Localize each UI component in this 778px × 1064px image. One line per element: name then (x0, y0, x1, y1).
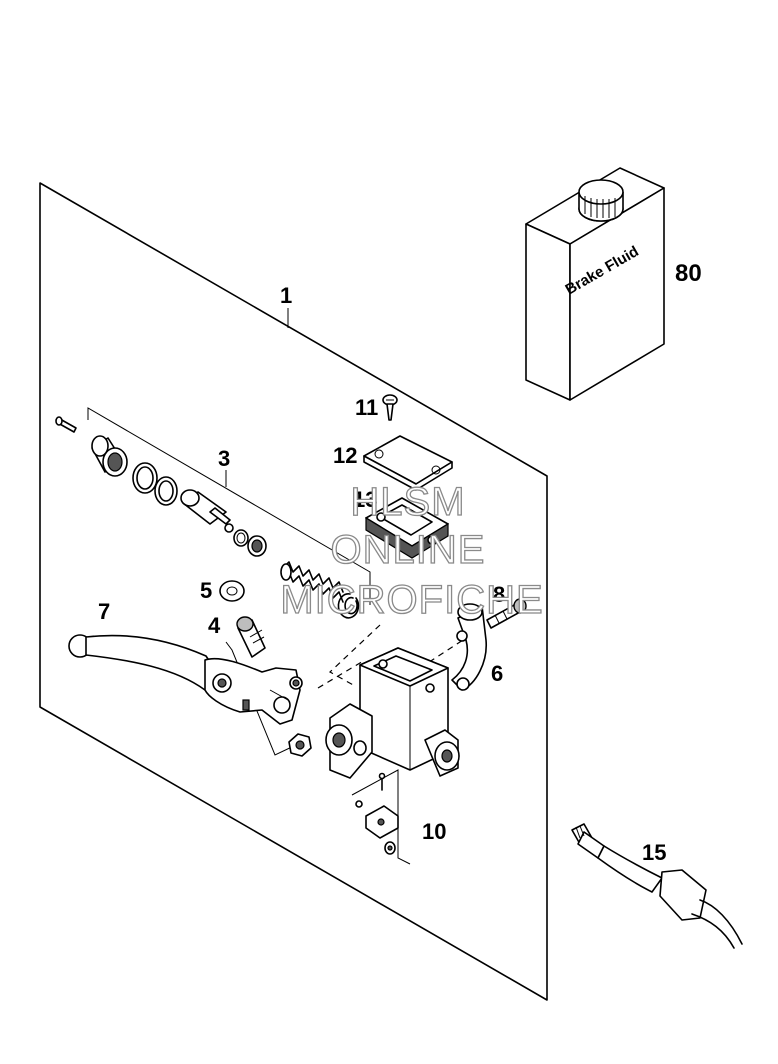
callout-13: 13 (353, 487, 377, 512)
alignment-dash-3 (419, 639, 464, 669)
bracket-10 (351, 769, 411, 865)
clamp-bolt-part (486, 598, 527, 629)
reservoir-cover-part (363, 435, 453, 491)
watermark-line-3: MICROFICHE (280, 578, 543, 622)
cover-screw-part (382, 394, 398, 421)
o-ring-part (233, 529, 249, 547)
callout-6: 6 (491, 661, 503, 686)
dust-boot-part (91, 435, 128, 477)
cup-seal-part (247, 535, 267, 557)
bracket-3 (87, 407, 371, 605)
pin-part (55, 416, 77, 433)
brake-hose-part (571, 823, 743, 949)
callout-15: 15 (642, 840, 666, 865)
diaphragm-part (365, 497, 449, 559)
handlebar-clamp-part (451, 603, 487, 691)
seal-ring-part-2 (154, 476, 178, 506)
callout-11: 11 (355, 395, 378, 420)
callout-10: 10 (422, 819, 446, 844)
brake-lever-part (68, 634, 303, 725)
nut-part (288, 733, 312, 757)
callout-8: 8 (493, 582, 505, 607)
pivot-bolt-part (236, 616, 266, 658)
callout-1: 1 (280, 283, 292, 308)
alignment-dash-2 (317, 659, 366, 689)
callout-4: 4 (208, 613, 221, 638)
watermark-line-1: HLSM (350, 480, 465, 524)
brake-switch-part (355, 772, 399, 855)
callout-3: 3 (218, 446, 230, 471)
spring-part (280, 561, 344, 603)
washer-part (219, 580, 245, 602)
watermark-line-2: ONLINE (331, 528, 486, 572)
callout-12: 12 (333, 443, 357, 468)
callout-7: 7 (98, 599, 110, 624)
watermark: HLSM ONLINE MICROFICHE (280, 479, 544, 622)
piston-part (180, 489, 234, 533)
seal-ring-part (132, 462, 158, 494)
circlip-part (337, 593, 360, 619)
alignment-dash-1 (328, 624, 381, 687)
assembly-frame (39, 182, 548, 1001)
master-cylinder-part (325, 647, 460, 779)
callout-80: 80 (675, 260, 702, 287)
callout-5: 5 (200, 578, 212, 603)
brake-fluid-can: Brake Fluid (525, 167, 665, 401)
